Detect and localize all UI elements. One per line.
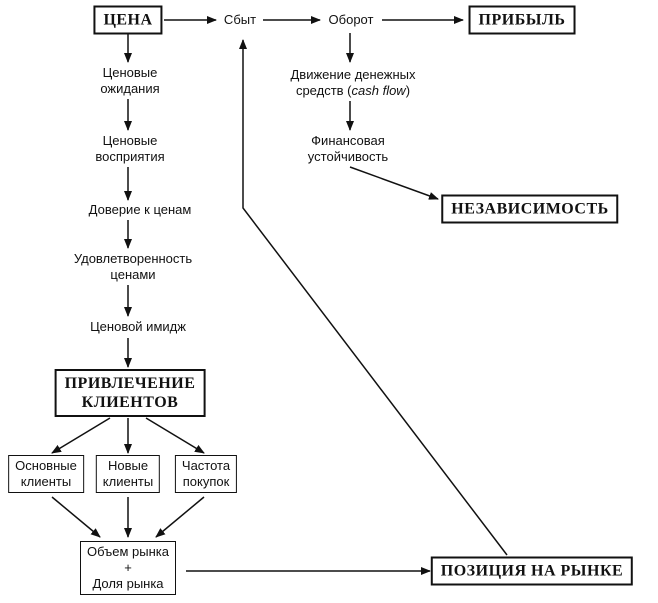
node-price-expectations-line1: Ценовые bbox=[102, 65, 158, 80]
node-price: ЦЕНА bbox=[93, 5, 163, 35]
node-profit-label: ПРИБЫЛЬ bbox=[478, 11, 566, 29]
node-sales-label: Сбыт bbox=[223, 12, 257, 27]
node-price-expectations-line2: ожидания bbox=[100, 81, 160, 96]
node-market-share-line: Доля рынка bbox=[92, 576, 164, 591]
node-cash-flow: Движение денежных средств (cash flow) bbox=[291, 67, 416, 99]
node-price-satisfaction-line1: Удовлетворенность bbox=[73, 251, 193, 266]
node-cash-flow-line2: средств (cash flow) bbox=[291, 83, 416, 99]
node-new-clients-line1: Новые bbox=[107, 458, 149, 473]
node-price-label: ЦЕНА bbox=[103, 11, 153, 29]
node-cash-flow-line1: Движение денежных bbox=[290, 67, 416, 82]
node-cash-flow-italic: cash flow bbox=[351, 83, 406, 98]
node-core-clients-line2: клиенты bbox=[20, 474, 72, 489]
node-turnover-label: Оборот bbox=[328, 12, 374, 27]
node-purchase-frequency-line2: покупок bbox=[182, 474, 230, 489]
node-purchase-frequency: Частота покупок bbox=[174, 455, 238, 493]
node-price-perception-line1: Ценовые bbox=[102, 133, 158, 148]
arrow-frequency-to-market bbox=[155, 496, 205, 538]
node-price-trust-label: Доверие к ценам bbox=[88, 202, 192, 217]
node-market-volume-line: Объем рынка bbox=[87, 544, 169, 559]
node-market-plus-line: + bbox=[124, 560, 132, 575]
node-core-clients: Основные клиенты bbox=[8, 455, 84, 493]
node-financial-stability-line1: Финансовая bbox=[311, 133, 385, 148]
node-price-trust: Доверие к ценам bbox=[89, 202, 192, 218]
node-market-position: ПОЗИЦИЯ НА РЫНКЕ bbox=[430, 556, 634, 586]
node-market-volume-share: Объем рынка + Доля рынка bbox=[80, 541, 176, 595]
node-price-satisfaction-line2: ценами bbox=[110, 267, 156, 282]
node-purchase-frequency-line1: Частота bbox=[181, 458, 231, 473]
node-cash-flow-prefix: средств ( bbox=[295, 83, 352, 98]
node-sales: Сбыт bbox=[224, 12, 256, 28]
node-market-position-label: ПОЗИЦИЯ НА РЫНКЕ bbox=[440, 562, 624, 580]
arrow-position-to-sales bbox=[239, 39, 508, 556]
node-customer-attraction: ПРИВЛЕЧЕНИЕ КЛИЕНТОВ bbox=[54, 369, 206, 417]
node-price-perception-line2: восприятия bbox=[95, 149, 165, 164]
node-financial-stability: Финансовая устойчивость bbox=[308, 133, 388, 165]
node-profit: ПРИБЫЛЬ bbox=[468, 5, 576, 35]
node-customer-attraction-line2: КЛИЕНТОВ bbox=[81, 394, 179, 411]
arrow-core-clients-to-market bbox=[51, 496, 101, 538]
node-independence: НЕЗАВИСИМОСТЬ bbox=[441, 194, 619, 224]
node-customer-attraction-line1: ПРИВЛЕЧЕНИЕ bbox=[64, 375, 196, 392]
node-price-image-label: Ценовой имидж bbox=[90, 319, 186, 334]
node-independence-label: НЕЗАВИСИМОСТЬ bbox=[451, 200, 609, 218]
arrow-attraction-to-core-clients bbox=[51, 417, 111, 454]
node-price-expectations: Ценовые ожидания bbox=[100, 65, 159, 97]
arrow-stability-to-independence bbox=[349, 166, 439, 200]
node-price-perception: Ценовые восприятия bbox=[95, 133, 164, 165]
node-financial-stability-line2: устойчивость bbox=[307, 149, 389, 164]
node-price-image: Ценовой имидж bbox=[90, 319, 186, 335]
node-turnover: Оборот bbox=[329, 12, 374, 28]
node-new-clients: Новые клиенты bbox=[95, 455, 161, 493]
node-cash-flow-suffix: ) bbox=[405, 83, 411, 98]
arrow-attraction-to-frequency bbox=[145, 417, 205, 454]
node-price-satisfaction: Удовлетворенность ценами bbox=[74, 251, 192, 283]
node-core-clients-line1: Основные bbox=[15, 458, 77, 473]
node-new-clients-line2: клиенты bbox=[102, 474, 154, 489]
